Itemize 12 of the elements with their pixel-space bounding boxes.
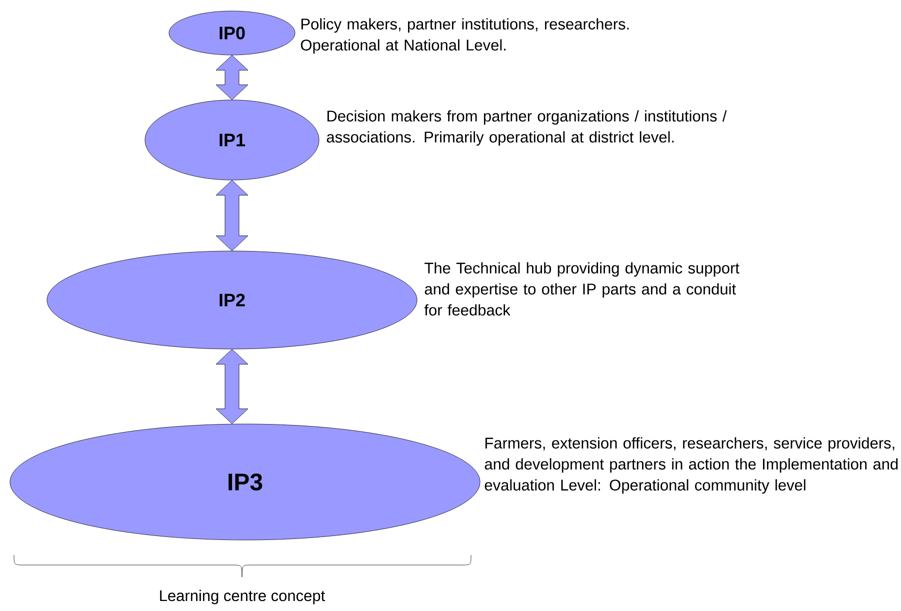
ellipse-node: IP2 [46,250,418,350]
ellipse-node: IP1 [144,100,320,180]
double-arrow [216,349,248,424]
double-arrow [216,55,248,100]
node-description: Farmers, extension officers, researchers, service providers, and development partners in action the Implementation and evaluation Level: Operational community level [484,437,898,494]
node-description: Decision makers from partner organizations / institutions / associations. Primarily operational at district level. [326,110,727,146]
ellipse-node: IP3 [10,424,480,540]
brace-label: Learning centre concept [160,590,325,604]
ellipse-node: IP0 [168,10,296,56]
double-arrow [216,180,248,251]
node-description: The Technical hub providing dynamic support and expertise to other IP parts and a conduit for feedback [424,262,740,316]
node-description: Policy makers, partner institutions, researchers. Operational at National Level. [300,18,629,54]
